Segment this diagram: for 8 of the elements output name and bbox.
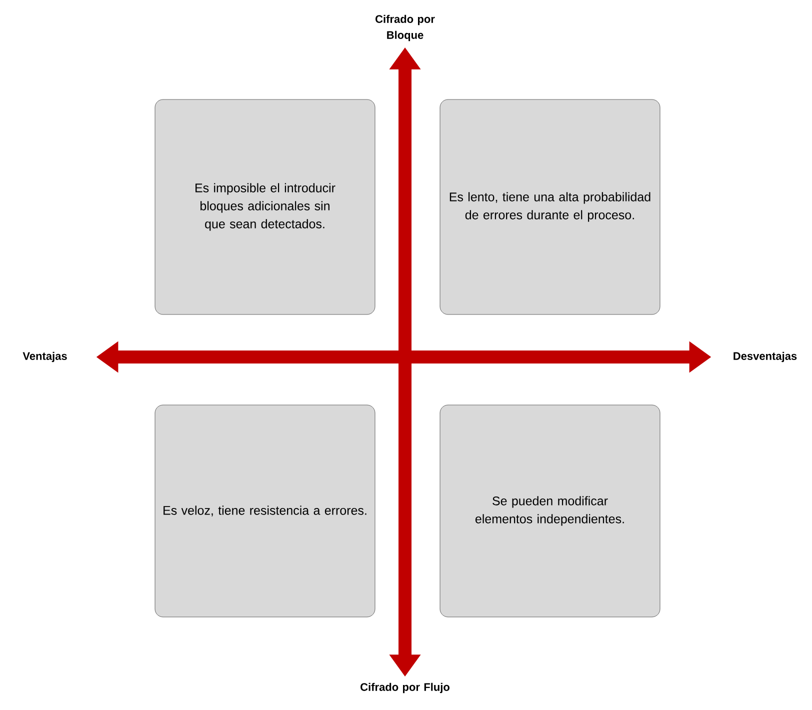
- axis-label: Cifrado por Flujo: [360, 682, 450, 694]
- axis-label: Ventajas: [22, 352, 67, 362]
- text-box: Es lento, tiene una alta probabilidad de errores durante el proceso.: [440, 99, 660, 315]
- axis-label: Desventajas: [734, 352, 797, 362]
- text-box: Se pueden modificar elementos independientes.: [440, 404, 660, 618]
- text-box: Es veloz, tiene resistencia a errores.: [154, 404, 376, 618]
- text-box: Es imposible el introducir bloques adicionales sin que sean detectados.: [154, 99, 376, 315]
- axis-label: Cifrado por Bloque: [376, 14, 435, 42]
